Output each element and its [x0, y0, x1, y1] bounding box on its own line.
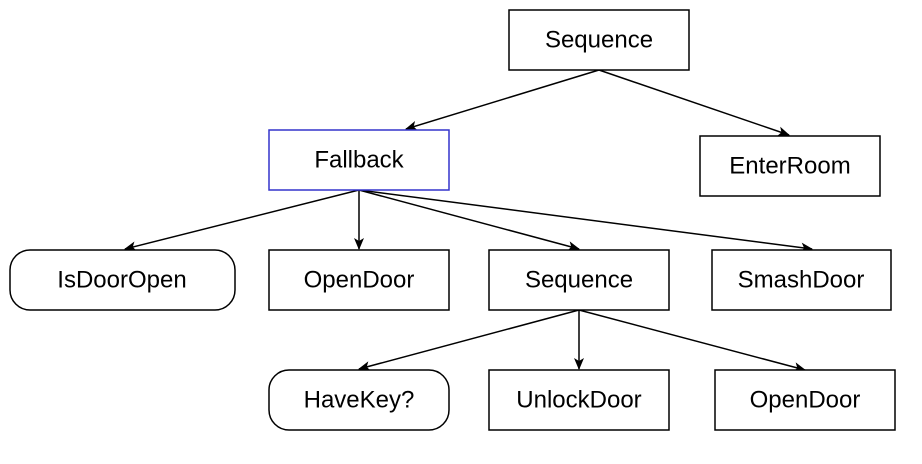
nodes: Sequence Fallback EnterRoom IsDoorOpen O…	[9, 9, 896, 431]
node-have-key-label: HaveKey?	[304, 387, 415, 414]
node-enter-room[interactable]: EnterRoom	[699, 135, 881, 197]
edge-root-sequence-to-enter-room	[598, 69, 790, 137]
edges	[124, 69, 813, 373]
node-unlock-door-label: UnlockDoor	[516, 387, 641, 414]
node-sub-sequence-label: Sequence	[525, 267, 633, 294]
edge-root-sequence-to-fallback	[405, 69, 600, 131]
node-is-door-open[interactable]: IsDoorOpen	[9, 249, 236, 311]
node-root-sequence-label: Sequence	[545, 27, 653, 54]
node-have-key[interactable]: HaveKey?	[268, 369, 450, 431]
node-open-door-2[interactable]: OpenDoor	[714, 369, 896, 431]
edge-fallback-to-smash-door	[358, 189, 813, 253]
node-smash-door-label: SmashDoor	[738, 267, 865, 294]
node-open-door-2-label: OpenDoor	[750, 387, 861, 414]
edge-sub-sequence-to-have-key	[358, 309, 580, 371]
node-is-door-open-label: IsDoorOpen	[57, 267, 186, 294]
edge-fallback-to-is-door-open	[124, 189, 360, 252]
node-open-door[interactable]: OpenDoor	[268, 249, 450, 311]
node-smash-door[interactable]: SmashDoor	[711, 249, 892, 311]
node-fallback-label: Fallback	[314, 147, 404, 174]
edge-sub-sequence-to-open-door-2	[578, 309, 806, 373]
node-fallback[interactable]: Fallback	[268, 129, 450, 191]
edge-fallback-to-sub-sequence	[358, 189, 580, 251]
node-sub-sequence[interactable]: Sequence	[488, 249, 670, 311]
node-root-sequence[interactable]: Sequence	[508, 9, 690, 71]
node-enter-room-label: EnterRoom	[729, 153, 850, 180]
node-unlock-door[interactable]: UnlockDoor	[488, 369, 670, 431]
node-open-door-label: OpenDoor	[304, 267, 415, 294]
